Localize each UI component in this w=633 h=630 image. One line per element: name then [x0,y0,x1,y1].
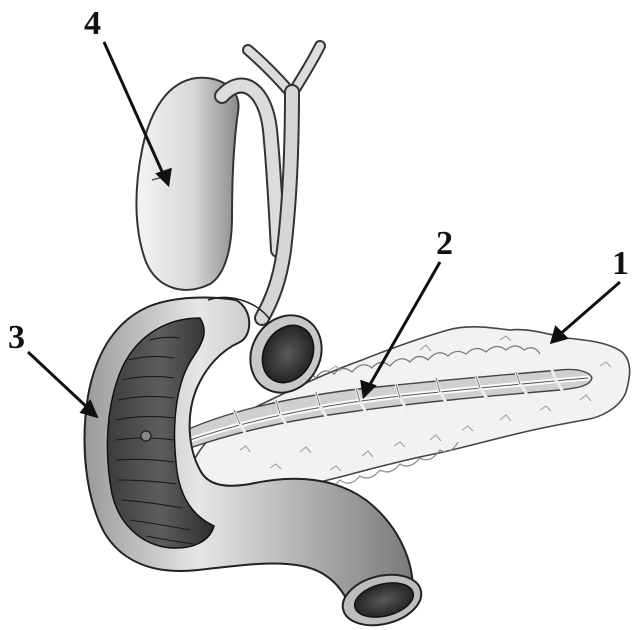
label-4: 4 [84,5,101,42]
gallbladder [136,78,238,290]
arrow-3 [28,352,90,410]
label-1: 1 [612,245,629,282]
label-3: 3 [8,319,25,356]
arrow-1 [558,282,620,336]
duodenal-papilla [141,431,151,441]
label-2: 2 [436,225,453,262]
